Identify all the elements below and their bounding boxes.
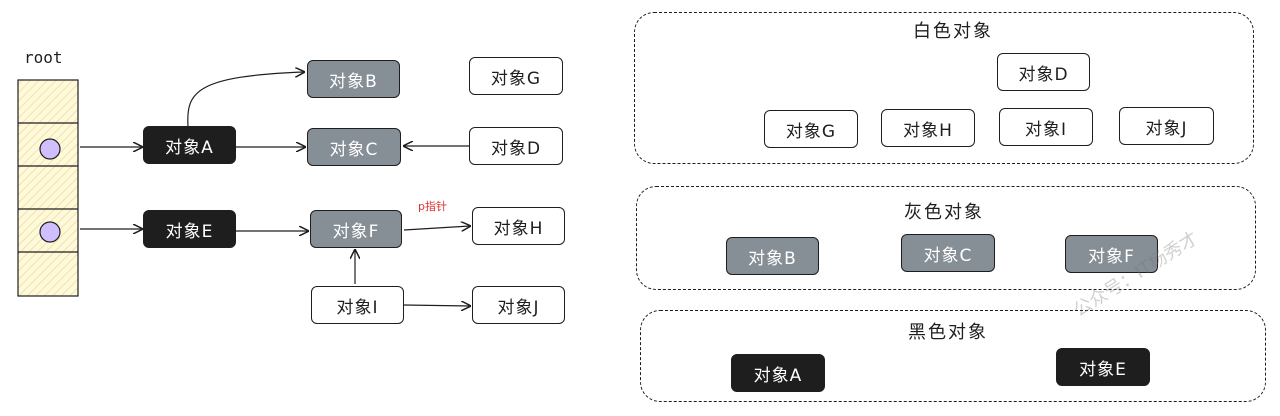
white-group-item: 对象H xyxy=(881,109,975,147)
gray-objects-group xyxy=(636,186,1256,290)
node-object-h: 对象H xyxy=(472,207,565,245)
root-pointer-dot-1 xyxy=(39,138,61,160)
black-objects-group xyxy=(640,310,1266,402)
black-group-item: 对象A xyxy=(731,354,825,392)
white-group-item: 对象D xyxy=(997,53,1090,91)
white-objects-group xyxy=(634,12,1254,164)
pointer-label: p指针 xyxy=(418,200,447,213)
arrow-f-to-h xyxy=(403,226,470,230)
node-object-g: 对象G xyxy=(469,57,563,95)
node-object-d: 对象D xyxy=(469,127,563,165)
node-object-c: 对象C xyxy=(307,128,401,166)
gray-group-item: 对象B xyxy=(726,237,819,275)
arrow-i-to-j xyxy=(403,305,470,306)
gray-group-title: 灰色对象 xyxy=(904,202,984,223)
root-stack xyxy=(17,79,79,297)
node-object-j: 对象J xyxy=(472,286,565,324)
black-group-item: 对象E xyxy=(1056,348,1150,386)
node-object-f: 对象F xyxy=(310,210,402,248)
root-label: root xyxy=(24,48,63,67)
node-object-a: 对象A xyxy=(143,126,236,164)
node-object-i: 对象I xyxy=(311,286,404,324)
node-object-b: 对象B xyxy=(307,60,400,98)
black-group-title: 黑色对象 xyxy=(908,322,988,343)
gray-group-item: 对象F xyxy=(1065,235,1158,273)
white-group-item: 对象I xyxy=(999,108,1093,146)
gray-group-item: 对象C xyxy=(901,234,995,272)
arrow-a-to-b xyxy=(187,72,304,127)
white-group-title: 白色对象 xyxy=(913,21,993,42)
white-group-item: 对象G xyxy=(764,110,858,148)
white-group-item: 对象J xyxy=(1119,107,1214,145)
node-object-e: 对象E xyxy=(143,210,236,248)
root-pointer-dot-2 xyxy=(39,221,61,243)
